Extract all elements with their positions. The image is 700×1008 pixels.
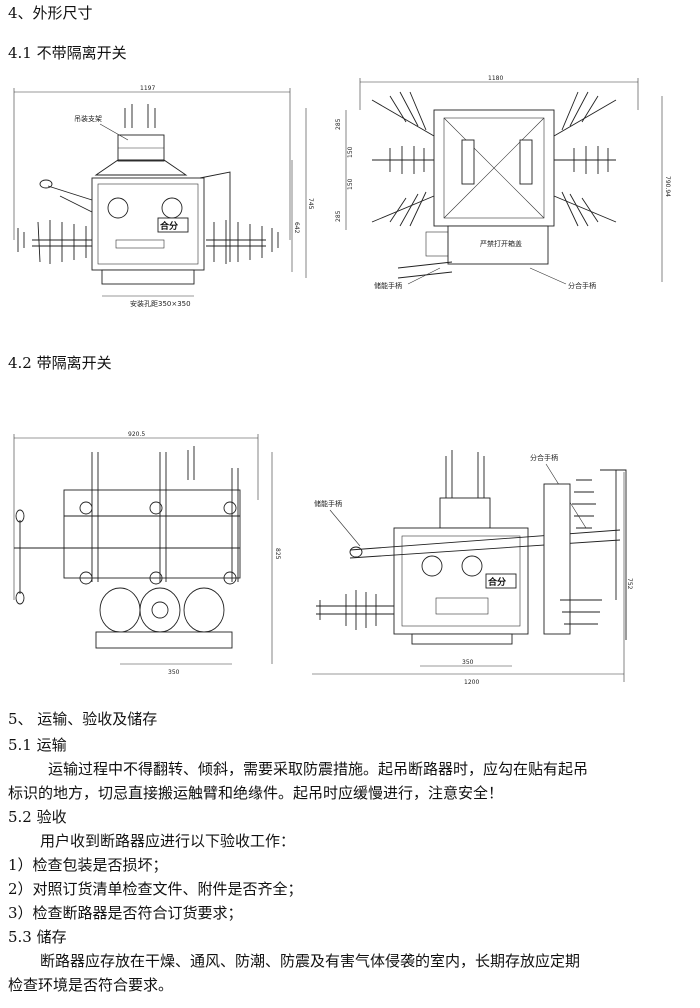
fig1-side-store-label: 储能手柄: [374, 281, 402, 290]
fig1-side-dim-b: 150: [347, 146, 354, 158]
fig1-side-width-dim: 1180: [488, 75, 503, 82]
fig1-front-width-dim: 1197: [140, 85, 155, 92]
section-5-2-item-1: 1）检查包装是否损坏；: [8, 856, 168, 874]
section-5-2-item-2: 2）对照订货清单检查文件、附件是否齐全；: [8, 880, 303, 898]
fig2-open-close-label: 分合手柄: [530, 453, 558, 462]
fig1-side-dim-a: 285: [335, 118, 342, 130]
section-5-3-line1: 断路器应存放在干燥、通风、防潮、防震及有害气体侵袭的室内，长期存放应定期: [40, 952, 581, 970]
figure1-side-view: 1180 790.94 285 150 150 285 严禁打开箱盖: [335, 75, 671, 290]
fig2-side-total-dim: 1200: [464, 679, 479, 686]
figure2-side-view: 合分 储能手柄 分合手柄 752 350 1200: [312, 450, 633, 686]
fig1-side-warning: 严禁打开箱盖: [480, 239, 522, 248]
fig2-side-bottom-dim: 350: [462, 659, 474, 666]
fig2-front-height-dim: 825: [274, 548, 281, 560]
section-4-heading: 4、外形尺寸: [8, 4, 93, 22]
figure1-front-view: 1197 745 642 吊装支架 合分: [13, 85, 314, 308]
section-5-1-line1: 运输过程中不得翻转、倾斜，需要采取防震措施。起吊断路器时，应勾在贴有起吊: [48, 760, 589, 778]
technical-drawings: 1197 745 642 吊装支架 合分: [13, 75, 671, 686]
fig1-lift-label: 吊装支架: [74, 114, 102, 123]
fig2-store-label: 储能手柄: [314, 499, 342, 508]
fig1-panel-text: 合分: [160, 220, 178, 232]
fig1-side-dim-d: 285: [335, 210, 342, 222]
section-4-1-heading: 4.1 不带隔离开关: [8, 44, 127, 62]
fig1-side-open-close-label: 分合手柄: [568, 281, 596, 290]
section-5-3-line2: 检查环境是否符合要求。: [8, 976, 174, 994]
fig1-side-height-dim: 790.94: [664, 176, 671, 197]
figure2-front-view: 920.5 825 350: [13, 431, 281, 676]
section-5-1-line2: 标识的地方，切忌直接搬运触臂和绝缘件。起吊时应缓慢进行，注意安全！: [8, 784, 504, 802]
section-5-3-heading: 5.3 储存: [8, 928, 67, 946]
section-5-2-heading: 5.2 验收: [8, 808, 67, 826]
fig2-panel-text: 合分: [488, 576, 506, 588]
fig1-front-height-dim2: 642: [293, 222, 300, 234]
section-5-1-heading: 5.1 运输: [8, 736, 67, 754]
section-4-2-heading: 4.2 带隔离开关: [8, 354, 112, 372]
fig2-front-bottom-dim: 350: [168, 669, 180, 676]
fig1-front-height-dim: 745: [307, 198, 314, 210]
section-5-2-intro: 用户收到断路器应进行以下验收工作：: [40, 832, 296, 850]
fig2-side-height-dim: 752: [626, 578, 633, 590]
fig1-side-dim-c: 150: [347, 178, 354, 190]
fig1-mount-label: 安装孔距350×350: [130, 299, 191, 308]
fig2-front-width-dim: 920.5: [128, 431, 145, 438]
section-5-2-item-3: 3）检查断路器是否符合订货要求；: [8, 904, 243, 922]
section-5-heading: 5、 运输、验收及储存: [8, 710, 158, 728]
